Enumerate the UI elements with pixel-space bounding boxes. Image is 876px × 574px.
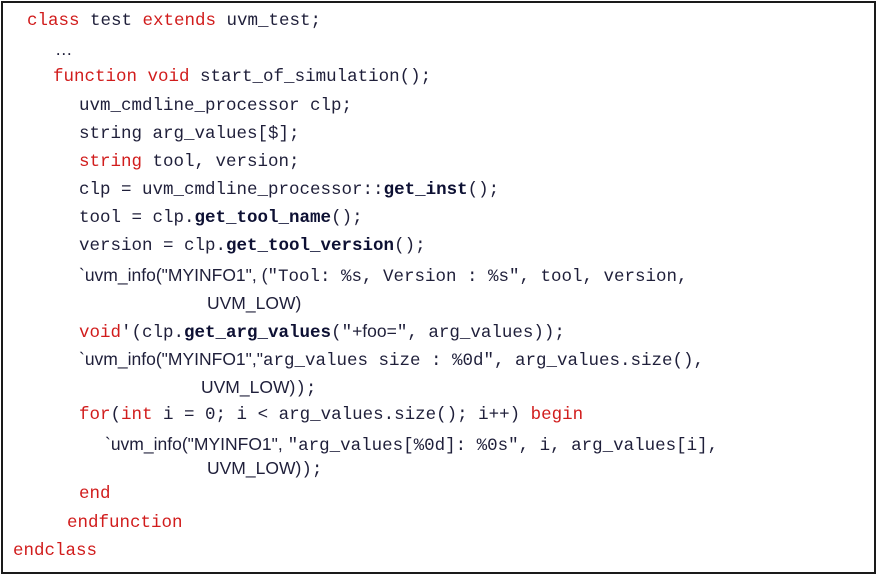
code-text: (" — [331, 323, 353, 343]
code-line-tool-version-decl: string tool, version; — [79, 151, 300, 173]
code-line-get-tool-name: tool = clp.get_tool_name(); — [79, 207, 363, 229]
method-name: get_inst — [383, 180, 468, 200]
code-text: UVM_LOW) — [207, 293, 302, 313]
code-text: tool, version; — [142, 152, 300, 172]
code-text: +foo= — [352, 321, 397, 341]
code-text: uvm_cmdline_processor clp; — [79, 96, 353, 116]
code-line-end: end — [79, 483, 111, 505]
code-text — [137, 67, 148, 87]
code-line-endfunction: endfunction — [67, 512, 183, 534]
code-line-uvm-low: UVM_LOW)); — [201, 376, 316, 400]
code-text: ); — [295, 379, 317, 399]
code-line-arg-values-decl: string arg_values[$]; — [79, 123, 300, 145]
code-line-clp-decl: uvm_cmdline_processor clp; — [79, 95, 352, 117]
method-name: get_tool_name — [194, 208, 332, 228]
keyword: extends — [142, 11, 217, 31]
code-text: ); — [301, 460, 323, 480]
code-text: `uvm_info("MYINFO1", ( — [79, 265, 268, 285]
code-text: version = clp. — [79, 236, 227, 256]
code-line-get-arg-values: void'(clp.get_arg_values("+foo=", arg_va… — [79, 320, 565, 344]
keyword: string — [79, 152, 143, 172]
keyword: function — [53, 67, 138, 87]
code-line-uvm-info-tool: `uvm_info("MYINFO1", ("Tool: %s, Version… — [79, 264, 688, 288]
keyword: void — [79, 323, 122, 343]
code-line-uvm-low: UVM_LOW) — [207, 292, 301, 314]
keyword: for — [79, 405, 111, 425]
code-text: (); — [331, 208, 363, 228]
code-line-uvm-info-size: `uvm_info("MYINFO1","arg_values size : %… — [79, 348, 704, 372]
code-text: uvm_test; — [216, 11, 322, 31]
code-text: UVM_LOW) — [207, 458, 302, 478]
keyword: int — [121, 405, 153, 425]
keyword: endfunction — [67, 513, 183, 533]
code-line-get-tool-version: version = clp.get_tool_version(); — [79, 235, 426, 257]
code-line-get-inst: clp = uvm_cmdline_processor::get_inst(); — [79, 179, 499, 201]
code-line-ellipsis: … — [55, 38, 73, 60]
keyword: end — [79, 484, 111, 504]
code-text: … — [55, 39, 73, 59]
code-text: test — [79, 11, 143, 31]
keyword: class — [27, 11, 80, 31]
code-line-for-loop: for(int i = 0; i < arg_values.size(); i+… — [79, 404, 583, 426]
method-name: get_arg_values — [184, 323, 332, 343]
code-text: `uvm_info("MYINFO1", — [105, 434, 288, 454]
code-text: clp = uvm_cmdline_processor:: — [79, 180, 384, 200]
code-text: (); — [394, 236, 426, 256]
code-line-endclass: endclass — [13, 540, 97, 562]
code-line-class-decl: class test extends uvm_test; — [27, 10, 321, 32]
code-text: start_of_simulation(); — [189, 67, 432, 87]
keyword: endclass — [13, 541, 98, 561]
code-text: (); — [467, 180, 500, 200]
code-text: "arg_values[%0d]: %0s", i, arg_values[i]… — [287, 436, 719, 456]
code-text: ( — [110, 405, 122, 425]
keyword: begin — [530, 405, 584, 425]
method-name: get_tool_version — [226, 236, 395, 256]
code-line-function-decl: function void start_of_simulation(); — [53, 66, 431, 88]
code-line-uvm-info-loop: `uvm_info("MYINFO1", "arg_values[%0d]: %… — [105, 433, 718, 457]
code-text: "Tool: %s, Version : %s", tool, version, — [267, 267, 688, 287]
keyword: void — [147, 67, 190, 87]
code-text: UVM_LOW) — [201, 377, 296, 397]
code-text: i = 0; i < arg_values.size(); i++) — [152, 405, 531, 425]
code-text: '(clp. — [121, 323, 185, 343]
code-text: `uvm_info("MYINFO1"," — [79, 349, 263, 369]
code-text: ", arg_values)); — [396, 323, 565, 343]
code-line-uvm-low: UVM_LOW)); — [207, 457, 322, 481]
code-text: arg_values size : %0d", arg_values.size(… — [262, 351, 705, 371]
code-text: string arg_values[$]; — [79, 124, 300, 144]
code-text: tool = clp. — [79, 208, 195, 228]
